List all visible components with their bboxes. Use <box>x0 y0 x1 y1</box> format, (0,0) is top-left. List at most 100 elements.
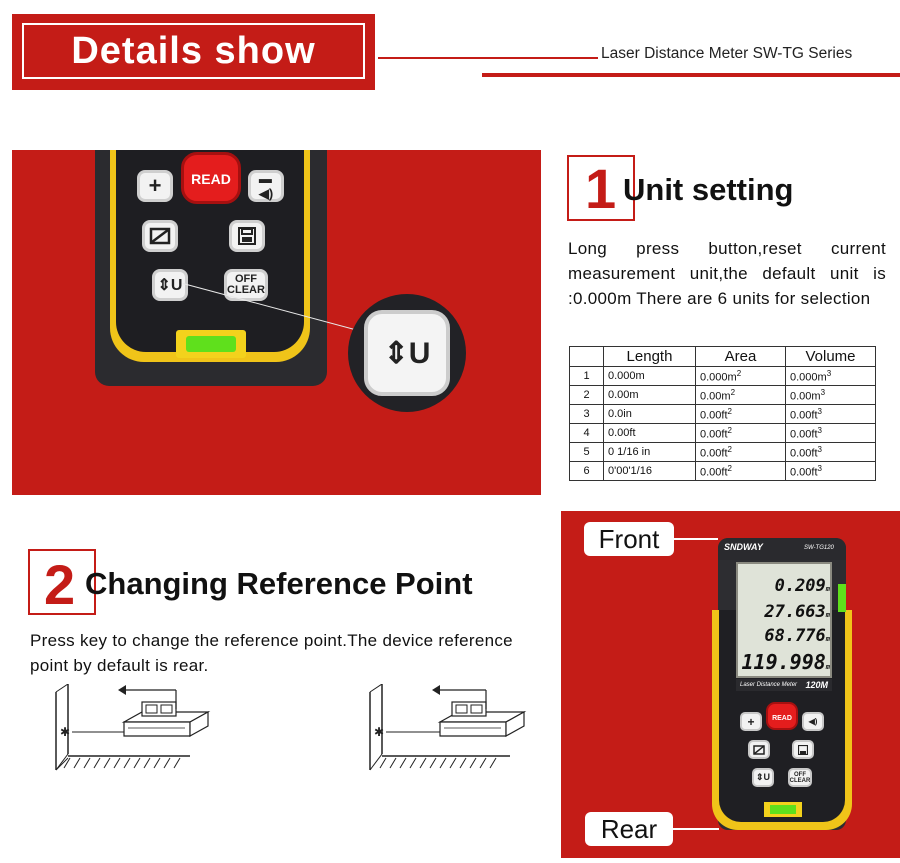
section-2-number-box <box>28 549 96 615</box>
off-label: OFF <box>234 273 257 285</box>
table-header-area: Area <box>695 346 786 367</box>
plus-button[interactable]: + <box>740 712 762 731</box>
sound-button[interactable]: ◀) <box>802 712 824 731</box>
table-cell-index: 1 <box>569 366 604 386</box>
table-header-index <box>569 346 604 367</box>
sound-icon: ◀) <box>808 717 818 726</box>
section-2-title: Changing Reference Point <box>85 566 473 601</box>
area-button[interactable] <box>748 740 770 759</box>
lcd-line-1: 0.209m <box>774 576 830 596</box>
table-cell-volume: 0.00ft3 <box>785 404 876 424</box>
table-cell-area: 0.00ft2 <box>695 404 786 424</box>
table-cell-area: 0.00ft2 <box>695 461 786 481</box>
section-2-number: 2 <box>44 553 76 616</box>
read-button[interactable]: READ <box>181 152 241 204</box>
table-cell-volume: 0.00ft3 <box>785 423 876 443</box>
table-cell-length: 0.0in <box>603 404 696 424</box>
table-cell-index: 5 <box>569 442 604 462</box>
section-2-description: Press key to change the reference point.… <box>30 631 513 675</box>
bubble-level <box>186 336 236 352</box>
table-cell-length: 0'00'1/16 <box>603 461 696 481</box>
table-cell-area: 0.000m2 <box>695 366 786 386</box>
rear-pointer-line <box>673 828 719 830</box>
model-label: SW-TG120 <box>804 545 834 551</box>
svg-text:✱: ✱ <box>60 725 70 739</box>
table-cell-volume: 0.00ft3 <box>785 461 876 481</box>
table-cell-volume: 0.00m3 <box>785 385 876 405</box>
sound-button[interactable]: ▬◀) <box>248 170 284 202</box>
device-label-text: Laser Distance Meter <box>740 682 798 688</box>
plus-button[interactable]: + <box>137 170 173 202</box>
area-icon <box>753 744 765 755</box>
reference-unit-icon: ⇕U <box>383 336 431 370</box>
table-cell-area: 0.00m2 <box>695 385 786 405</box>
lcd-line-4: 119.998m <box>741 650 830 674</box>
unit-reference-button[interactable]: ⇕U <box>152 269 188 301</box>
svg-text:✱: ✱ <box>374 725 384 739</box>
table-cell-volume: 0.00ft3 <box>785 442 876 462</box>
plus-icon: + <box>148 173 162 198</box>
unit-reference-button[interactable]: ⇕U <box>752 768 774 787</box>
save-icon <box>798 744 808 755</box>
table-cell-length: 0.000m <box>603 366 696 386</box>
table-cell-length: 0.00m <box>603 385 696 405</box>
table-cell-volume: 0.000m3 <box>785 366 876 386</box>
lcd-line-2: 27.663m <box>764 602 830 622</box>
table-cell-index: 3 <box>569 404 604 424</box>
lcd-screen: 0.209m 27.663m 68.776m 119.998m <box>736 562 832 678</box>
front-label: Front <box>584 522 674 556</box>
header-banner-border <box>22 23 365 79</box>
read-button[interactable]: READ <box>766 702 798 730</box>
table-header-volume: Volume <box>785 346 876 367</box>
range-label: 120M <box>805 680 828 690</box>
clear-label: CLEAR <box>227 284 265 296</box>
table-cell-area: 0.00ft2 <box>695 423 786 443</box>
front-pointer-line <box>674 538 718 540</box>
off-label: OFF <box>794 771 806 778</box>
product-series-label: Laser Distance Meter SW-TG Series <box>601 45 853 62</box>
save-button[interactable] <box>792 740 814 759</box>
table-cell-length: 0.00ft <box>603 423 696 443</box>
zoomed-unit-button: ⇕U <box>364 310 450 396</box>
header-underline <box>482 73 900 77</box>
header-divider <box>378 57 598 59</box>
section-1-title: Unit setting <box>623 172 794 207</box>
section-1-number: 1 <box>585 157 617 220</box>
device-full-top <box>718 538 846 560</box>
save-button[interactable] <box>229 220 265 252</box>
table-cell-index: 2 <box>569 385 604 405</box>
device-label-strip: Laser Distance Meter 120M <box>736 679 832 691</box>
clear-label: CLEAR <box>789 777 811 784</box>
lcd-line-3: 68.776m <box>764 626 830 646</box>
side-bubble-level <box>838 584 846 612</box>
rear-label: Rear <box>585 812 673 846</box>
save-icon <box>238 227 256 245</box>
reference-unit-icon: ⇕U <box>157 277 183 294</box>
table-cell-area: 0.00ft2 <box>695 442 786 462</box>
page-title: Details show <box>71 30 316 72</box>
area-icon <box>149 227 171 245</box>
table-cell-index: 4 <box>569 423 604 443</box>
section-1-number-box <box>567 155 635 221</box>
brand-logo: SNDWAY <box>724 542 763 552</box>
reference-diagram-rear: ✱ <box>55 684 211 771</box>
table-header-length: Length <box>603 346 696 367</box>
reference-unit-icon: ⇕U <box>755 772 771 782</box>
table-header-row: Length Area Volume <box>569 346 876 367</box>
bubble-level <box>770 805 796 814</box>
reference-diagram-front: ✱ <box>369 684 527 771</box>
table-cell-index: 6 <box>569 461 604 481</box>
plus-icon: + <box>747 714 755 729</box>
sound-icon: ▬◀) <box>258 170 274 201</box>
table-cell-length: 0 1/16 in <box>603 442 696 462</box>
section-1-description: Long press button,reset current measurem… <box>568 239 886 308</box>
area-button[interactable] <box>142 220 178 252</box>
